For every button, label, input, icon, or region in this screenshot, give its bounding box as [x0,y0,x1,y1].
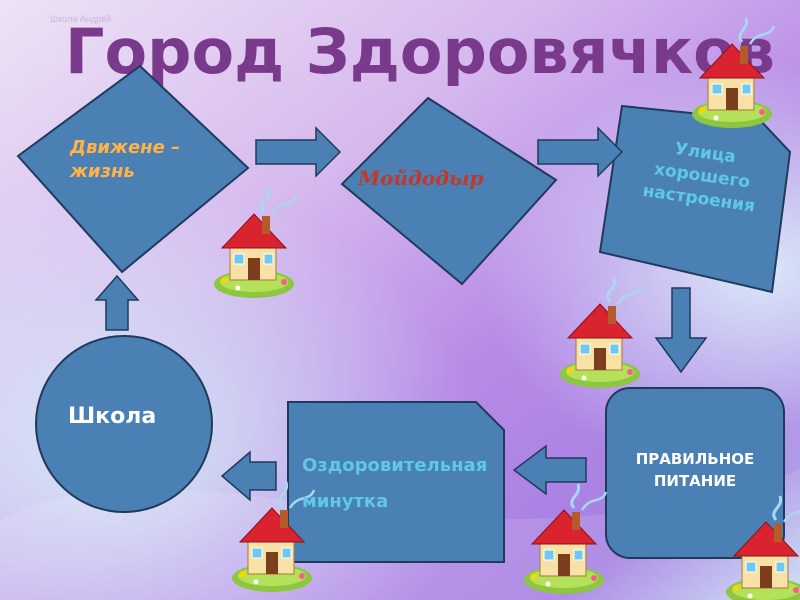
node-school-circle [35,335,213,513]
arrow-right-1 [255,126,342,178]
node-moydodyr-label: Мойдодыр [358,166,484,190]
house-icon [522,482,608,596]
arrow-right-2 [537,126,624,178]
house-icon [558,276,644,390]
watermark-text: Школа Андрей [50,14,112,24]
node-nutrition-label: ПРАВИЛЬНОЕ ПИТАНИЕ [635,450,755,490]
house-icon [690,16,776,130]
arrow-down [654,287,708,374]
arrow-left-1 [512,444,587,496]
node-movement-label: Движене – жизнь [70,137,181,182]
node-school-label: Школа [68,404,157,429]
arrow-up [94,274,140,331]
node-nutrition-box [605,387,785,559]
house-icon [212,186,298,300]
page-title: Город Здоровячков [65,15,775,88]
node-minute-label: Оздоровительная минутка [302,455,488,512]
node-movement-diamond [16,64,250,274]
node-moydodyr-diamond [340,96,558,286]
arrow-left-2 [220,450,277,502]
